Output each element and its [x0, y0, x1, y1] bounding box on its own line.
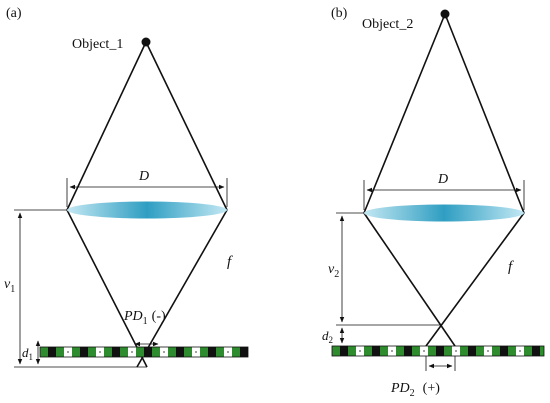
- panel-a-sensor-icon: [39, 346, 249, 358]
- panel-b-sensor-gap-label: d2: [322, 328, 333, 345]
- panel-b-pd-label: PD2(+): [390, 381, 440, 399]
- panel-a-sensor-gap-label: d1: [22, 345, 33, 362]
- panel-b-tag: (b): [331, 6, 348, 21]
- panel-b-object-label: Object_2: [362, 17, 413, 32]
- panel-a-rays: [66, 41, 228, 368]
- panel-b-aperture-label: D: [437, 172, 448, 187]
- panel-b-rays: [363, 13, 525, 347]
- panel-b-sensor-icon: [331, 345, 545, 357]
- panel-a-object-label: Object_1: [72, 37, 123, 52]
- panel-a-focal-label: f: [227, 254, 233, 270]
- panel-a-tag: (a): [6, 6, 22, 21]
- panel-a-image-distance-label: v1: [4, 277, 15, 295]
- panel-b-lens-icon: [364, 204, 524, 222]
- panel-a-aperture-label: D: [138, 169, 149, 184]
- panel-b: (b) Object_2 D f v2 d2 PD: [322, 6, 545, 399]
- panel-a: (a) Object_1 D f v1 d1 PD1(-): [4, 6, 249, 368]
- panel-b-focal-label: f: [508, 259, 514, 275]
- panel-a-pd-label: PD1(-): [123, 309, 166, 327]
- panel-a-lens-icon: [67, 201, 227, 219]
- panel-b-image-distance-label: v2: [328, 262, 339, 280]
